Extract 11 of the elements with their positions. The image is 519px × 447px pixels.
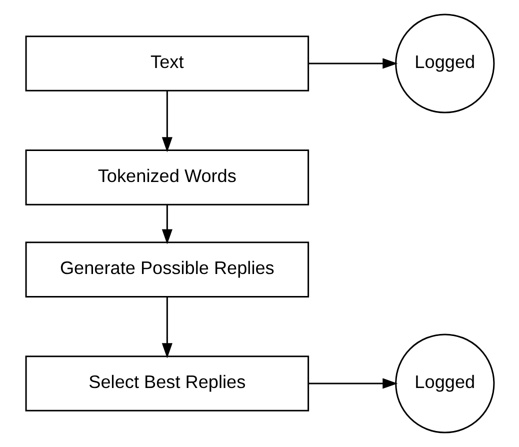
node-box: Select Best Replies bbox=[24, 356, 309, 412]
arrow bbox=[161, 90, 172, 152]
arrow bbox=[161, 204, 172, 244]
node-box: Generate Possible Replies bbox=[24, 242, 309, 298]
node-circle: Logged bbox=[394, 14, 494, 114]
node-circle: Logged bbox=[394, 334, 494, 434]
arrow bbox=[308, 378, 398, 389]
node-box: Text bbox=[24, 36, 309, 92]
arrow bbox=[161, 296, 172, 358]
arrow bbox=[308, 58, 398, 69]
node-box: Tokenized Words bbox=[24, 150, 309, 206]
